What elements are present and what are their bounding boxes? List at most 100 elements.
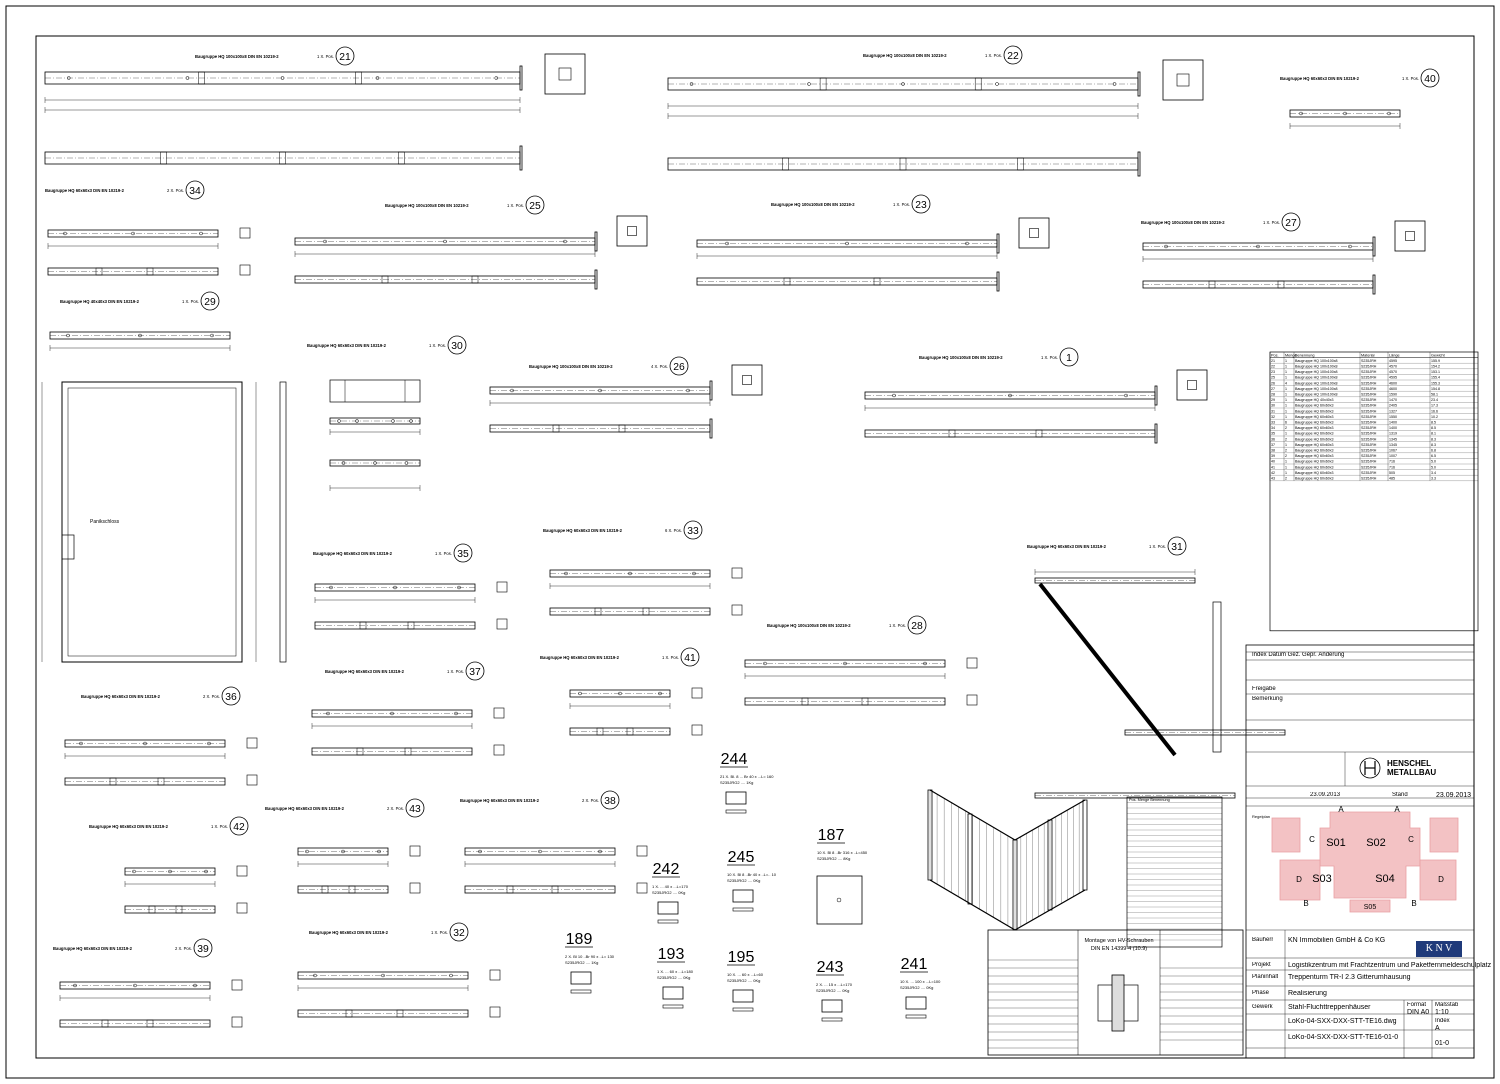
member bbox=[1142, 236, 1376, 257]
assembly-qty: 1 X. Pos. bbox=[1041, 355, 1058, 360]
detail-description: 10 X. Bl 8 ..Br 316 x ..L=450 bbox=[817, 850, 868, 855]
table-cell: Baugruppe HQ 60x60x3 bbox=[1295, 471, 1334, 475]
table-cell: 2 bbox=[1285, 437, 1287, 441]
client-name: KN Immobilien GmbH & Co KG bbox=[1288, 937, 1386, 944]
table-cell: 17.3 bbox=[1431, 404, 1438, 408]
table-cell: 25 bbox=[1271, 376, 1275, 380]
bolt-hole bbox=[995, 82, 999, 86]
table-cell: 1590 bbox=[1389, 393, 1397, 397]
table-cell: 8.5 bbox=[1431, 426, 1436, 430]
tube-section bbox=[742, 375, 752, 385]
end-section bbox=[239, 264, 251, 276]
table-cell: 29 bbox=[1271, 398, 1275, 402]
member bbox=[696, 271, 1000, 292]
table-header-cell: Pos. bbox=[1271, 353, 1279, 357]
assembly-qty: 1 X. Pos. bbox=[447, 669, 464, 674]
member bbox=[744, 697, 946, 706]
table-cell: 1 bbox=[1285, 387, 1287, 391]
bubble-number: 22 bbox=[1007, 51, 1019, 62]
detail-material: S235JRG2 .... 0Kg bbox=[727, 878, 760, 883]
detail-number: 244 bbox=[721, 751, 748, 768]
table-cell: 505 bbox=[1389, 471, 1395, 475]
table-cell: 1 bbox=[1285, 376, 1287, 380]
member bbox=[549, 569, 711, 578]
plan-label-sec_c: C bbox=[1309, 835, 1315, 844]
bolt-hole bbox=[67, 76, 71, 80]
table-cell: 1327 bbox=[1389, 409, 1397, 413]
slot-mark bbox=[348, 885, 356, 894]
table-cell: 5.0 bbox=[1431, 460, 1436, 464]
tube-section bbox=[1187, 380, 1197, 390]
table-cell: 1345 bbox=[1389, 437, 1397, 441]
plan-label-room_s05: S05 bbox=[1364, 904, 1377, 911]
bolt-hole bbox=[73, 983, 77, 988]
end-plate bbox=[1137, 151, 1141, 177]
position-bubble: 38 bbox=[600, 790, 620, 810]
release-label: Freigabe bbox=[1252, 686, 1276, 692]
table-cell: S235JRH bbox=[1361, 376, 1377, 380]
bolt-shank bbox=[1111, 974, 1125, 1032]
bolt-hole bbox=[168, 869, 172, 874]
assembly-qty: 1 X. Pos. bbox=[431, 930, 448, 935]
table-cell: 39 bbox=[1271, 454, 1275, 458]
bolt-hole bbox=[494, 76, 498, 80]
bolt-hole bbox=[390, 711, 394, 716]
phase-value: Realisierung bbox=[1288, 990, 1327, 997]
bubble-number: 28 bbox=[911, 621, 923, 632]
bubble-circle bbox=[907, 615, 927, 635]
table-cell: 2 bbox=[1285, 426, 1287, 430]
bolt-hole bbox=[355, 419, 359, 423]
plan-label-room_s01: S01 bbox=[1326, 837, 1346, 849]
bubble-circle bbox=[683, 520, 703, 540]
plate-side bbox=[905, 1014, 927, 1019]
table-cell: 23 bbox=[1271, 370, 1275, 374]
assembly-qty: 1 X. Pos. bbox=[889, 623, 906, 628]
bolt-hole bbox=[564, 571, 568, 576]
table-cell: 36 bbox=[1271, 437, 1275, 441]
detail-description: 1 X. ... 40 x ...L=170 bbox=[652, 884, 689, 889]
bubble-circle bbox=[525, 195, 545, 215]
slot-mark bbox=[1017, 157, 1024, 171]
table-cell: 3.3 bbox=[1431, 477, 1436, 481]
assembly-title: Baugruppe HQ 60x60x3 DIN EN 10219-2 bbox=[1280, 76, 1360, 81]
position-bubble: 28 bbox=[907, 615, 927, 635]
index-label: Index bbox=[1435, 1018, 1450, 1024]
table-cell: 21 bbox=[1271, 359, 1275, 363]
slot-mark bbox=[861, 697, 869, 706]
cross-section bbox=[544, 53, 586, 95]
assembly-qty: 4 X. Pos. bbox=[651, 364, 668, 369]
bubble-circle bbox=[193, 938, 213, 958]
bolt-hole bbox=[305, 849, 309, 854]
bubble-number: 23 bbox=[915, 200, 927, 211]
end-section bbox=[731, 567, 743, 579]
table-cell: 1 bbox=[1285, 409, 1287, 413]
assembly-title: Baugruppe HQ 40x40x3 DIN EN 10219-2 bbox=[60, 299, 140, 304]
plate-side bbox=[570, 989, 592, 994]
bubble-circle bbox=[680, 647, 700, 667]
slot-mark bbox=[109, 777, 117, 786]
stair-stringer bbox=[1038, 582, 1177, 757]
bubble-circle bbox=[1167, 536, 1187, 556]
dimension bbox=[44, 97, 521, 103]
member bbox=[294, 231, 598, 252]
plan-label-sec_a: A bbox=[1394, 805, 1400, 814]
table-cell: Baugruppe HQ 100x100x8 bbox=[1295, 370, 1338, 374]
bolt-hole bbox=[692, 571, 696, 576]
plate-outline bbox=[662, 986, 684, 1000]
end-section bbox=[236, 902, 248, 914]
bolt-hole bbox=[313, 973, 317, 978]
bolt-hole bbox=[686, 388, 690, 393]
plan-label-room_s02: S02 bbox=[1366, 837, 1386, 849]
end-section bbox=[236, 865, 248, 877]
bubble-circle bbox=[185, 180, 205, 200]
assembly-title: Baugruppe HQ 60x60x3 DIN EN 10219-2 bbox=[540, 655, 620, 660]
slot-mark bbox=[782, 157, 789, 171]
table-cell: 1 bbox=[1285, 359, 1287, 363]
bolt-norm: DIN EN 14399-4 (10.9) bbox=[1091, 946, 1147, 952]
end-section bbox=[731, 604, 743, 616]
